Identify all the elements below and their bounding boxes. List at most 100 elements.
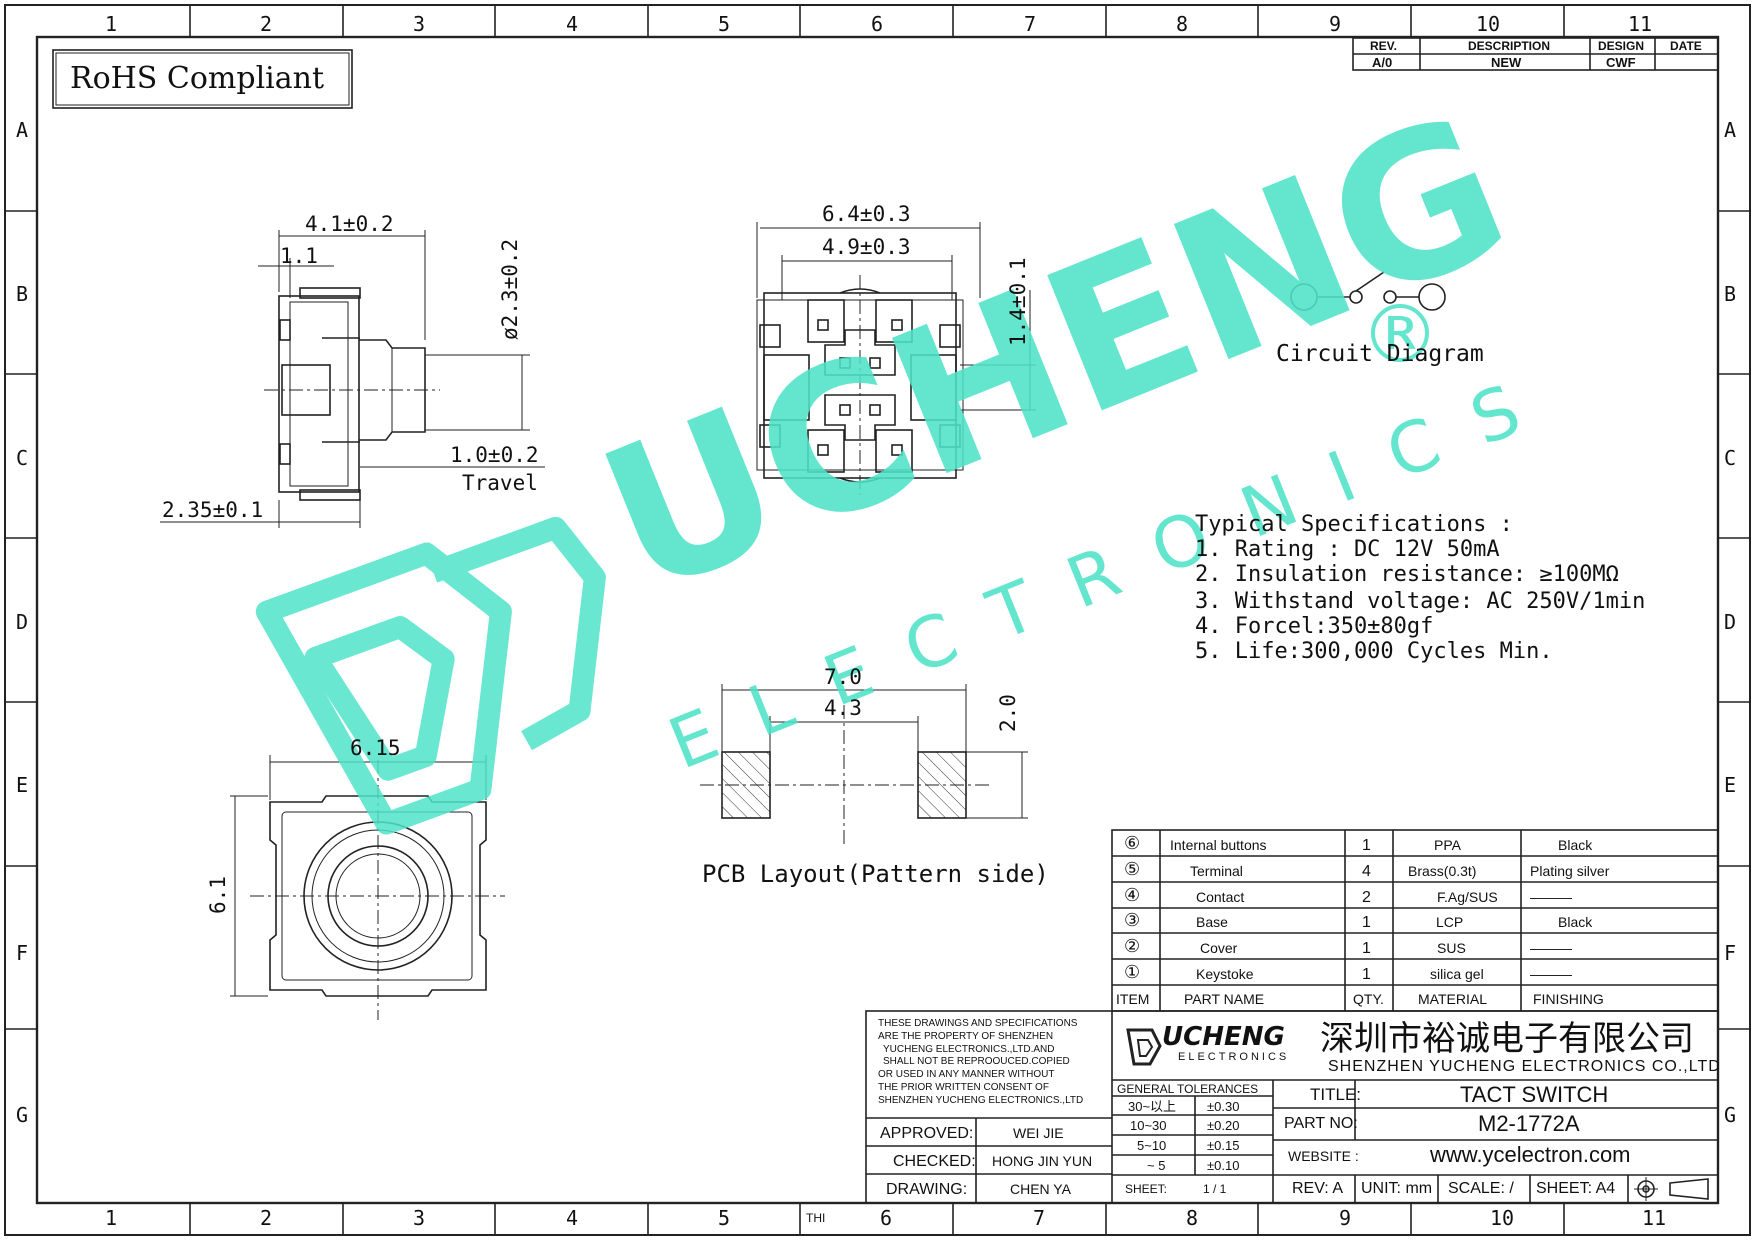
projection-symbol-geometry xyxy=(1634,1177,1709,1201)
company-name-en: SHENZHEN YUCHENG ELECTRONICS CO.,LTD xyxy=(1328,1058,1721,1075)
spec-item: 5. Life:300,000 Cycles Min. xyxy=(1195,639,1553,664)
bom-cell-qty: 1 xyxy=(1362,914,1371,931)
bom-cell-material: F.Ag/SUS xyxy=(1437,889,1498,905)
bom-cell-no: ② xyxy=(1124,936,1141,956)
bom-cell-no: ③ xyxy=(1124,910,1141,930)
col-label: 1 xyxy=(105,12,118,36)
bom-cell-name: Base xyxy=(1196,914,1228,930)
bom-header-qty: QTY. xyxy=(1353,991,1384,1007)
column-dividers xyxy=(189,5,1565,1235)
website-value: www.ycelectron.com xyxy=(1430,1142,1631,1167)
checked-label: CHECKED: xyxy=(893,1153,976,1170)
side-view-geometry xyxy=(160,230,545,528)
description-value: NEW xyxy=(1491,55,1522,70)
thi-label: THI xyxy=(806,1211,826,1225)
revision-table-lines xyxy=(1352,37,1719,71)
bom-cell-finishing: Plating silver xyxy=(1530,863,1610,879)
col-label: 4 xyxy=(566,12,579,36)
bom-header-finishing: FINISHING xyxy=(1533,991,1604,1007)
tolerance-value: ±0.15 xyxy=(1207,1138,1240,1153)
spec-item: 3. Withstand voltage: AC 250V/1min xyxy=(1195,589,1646,614)
bom-cell-qty: 4 xyxy=(1362,863,1371,880)
notice-line: ARE THE PROPERTY OF SHENZHEN xyxy=(878,1030,1054,1042)
title-label: TITLE: xyxy=(1310,1085,1362,1104)
bom-cell-qty: 1 xyxy=(1362,966,1371,983)
col-label: 9 xyxy=(1329,12,1342,36)
col-label: 3 xyxy=(413,1206,426,1230)
tolerance-value: ±0.20 xyxy=(1207,1118,1240,1133)
side-depth-dim: 2.35±0.1 xyxy=(162,498,264,522)
date-header: DATE xyxy=(1670,39,1702,53)
tolerance-range: 30~以上 xyxy=(1128,1099,1177,1114)
bom-cell-name: Internal buttons xyxy=(1170,837,1267,853)
approved-value: WEI JIE xyxy=(1013,1125,1064,1141)
bom-cell-material: Brass(0.3t) xyxy=(1408,863,1477,879)
title-block-lines xyxy=(865,1010,1719,1204)
bom-cell-finishing: Black xyxy=(1558,837,1593,853)
sheet-size-field: SHEET: A4 xyxy=(1536,1180,1616,1197)
col-label: 7 xyxy=(1033,1206,1046,1230)
bom-cell-qty: 1 xyxy=(1362,837,1371,854)
bom-cell-material: SUS xyxy=(1437,940,1466,956)
col-label: 7 xyxy=(1024,12,1037,36)
col-label: 3 xyxy=(413,12,426,36)
side-travel-label: Travel xyxy=(462,471,538,495)
pcb-layout-geometry xyxy=(700,684,1028,845)
row-label: F xyxy=(1724,941,1737,965)
pcb-inner-dim: 4.3 xyxy=(824,696,862,720)
row-label: E xyxy=(16,773,29,797)
design-value: CWF xyxy=(1606,55,1636,70)
bom-cell-no: ⑤ xyxy=(1124,859,1141,879)
row-label: A xyxy=(16,118,29,142)
top-width-dim: 6.15 xyxy=(350,736,401,760)
website-label: WEBSITE : xyxy=(1288,1148,1359,1164)
pcb-layout-label: PCB Layout(Pattern side) xyxy=(702,860,1049,888)
title-value: TACT SWITCH xyxy=(1460,1082,1609,1107)
row-label: E xyxy=(1724,773,1737,797)
row-label: B xyxy=(16,282,29,306)
logo-main: UCHENG xyxy=(1162,1022,1285,1052)
bom-cell-name: Cover xyxy=(1200,940,1238,956)
col-label: 5 xyxy=(718,12,731,36)
notice-line: THE PRIOR WRITTEN CONSENT OF xyxy=(878,1082,1049,1093)
spec-item: 4. Forcel:350±80gf xyxy=(1195,614,1434,639)
col-label: 10 xyxy=(1476,12,1501,36)
bom-cell-material: LCP xyxy=(1436,914,1464,930)
pcb-outer-dim: 7.0 xyxy=(824,665,862,689)
col-label: 2 xyxy=(260,1206,273,1230)
design-header: DESIGN xyxy=(1598,39,1645,53)
row-dividers xyxy=(5,210,1750,1030)
bom-table-lines xyxy=(1111,829,1719,1012)
col-label: 9 xyxy=(1339,1206,1352,1230)
col-label: 6 xyxy=(871,12,884,36)
watermark-registered-mark: ® xyxy=(1360,288,1440,381)
row-label: D xyxy=(1724,610,1737,634)
tolerance-range: ~ 5 xyxy=(1147,1158,1166,1173)
tolerance-value: ±0.30 xyxy=(1207,1099,1240,1114)
part-value: M2-1772A xyxy=(1478,1111,1580,1136)
circuit-diagram-label: Circuit Diagram xyxy=(1276,341,1484,367)
col-label: 2 xyxy=(260,12,273,36)
bom-cell-name: Keystoke xyxy=(1196,966,1254,982)
bom-cell-name: Contact xyxy=(1196,889,1245,905)
row-label: G xyxy=(1724,1103,1737,1127)
side-width-dim: 4.1±0.2 xyxy=(305,212,394,236)
spec-item: 1. Rating : DC 12V 50mA xyxy=(1195,537,1500,562)
bom-cell-name: Terminal xyxy=(1190,863,1243,879)
side-travel-dim: 1.0±0.2 xyxy=(450,443,539,467)
bom-header-name: PART NAME xyxy=(1184,991,1265,1007)
approved-label: APPROVED: xyxy=(880,1125,974,1142)
bom-cell-finishing: ——— xyxy=(1530,940,1572,956)
bom-cell-material: PPA xyxy=(1434,837,1461,853)
col-label: 11 xyxy=(1642,1206,1667,1230)
checked-value: HONG JIN YUN xyxy=(992,1153,1093,1169)
notice-line: THESE DRAWINGS AND SPECIFICATIONS xyxy=(878,1018,1078,1029)
col-label: 11 xyxy=(1628,12,1653,36)
notice-line: SHALL NOT BE REPROOUCED.COPIED xyxy=(883,1056,1070,1068)
row-label: B xyxy=(1724,282,1737,306)
front-inner-width-dim: 4.9±0.3 xyxy=(822,235,911,259)
row-label: D xyxy=(16,610,29,634)
